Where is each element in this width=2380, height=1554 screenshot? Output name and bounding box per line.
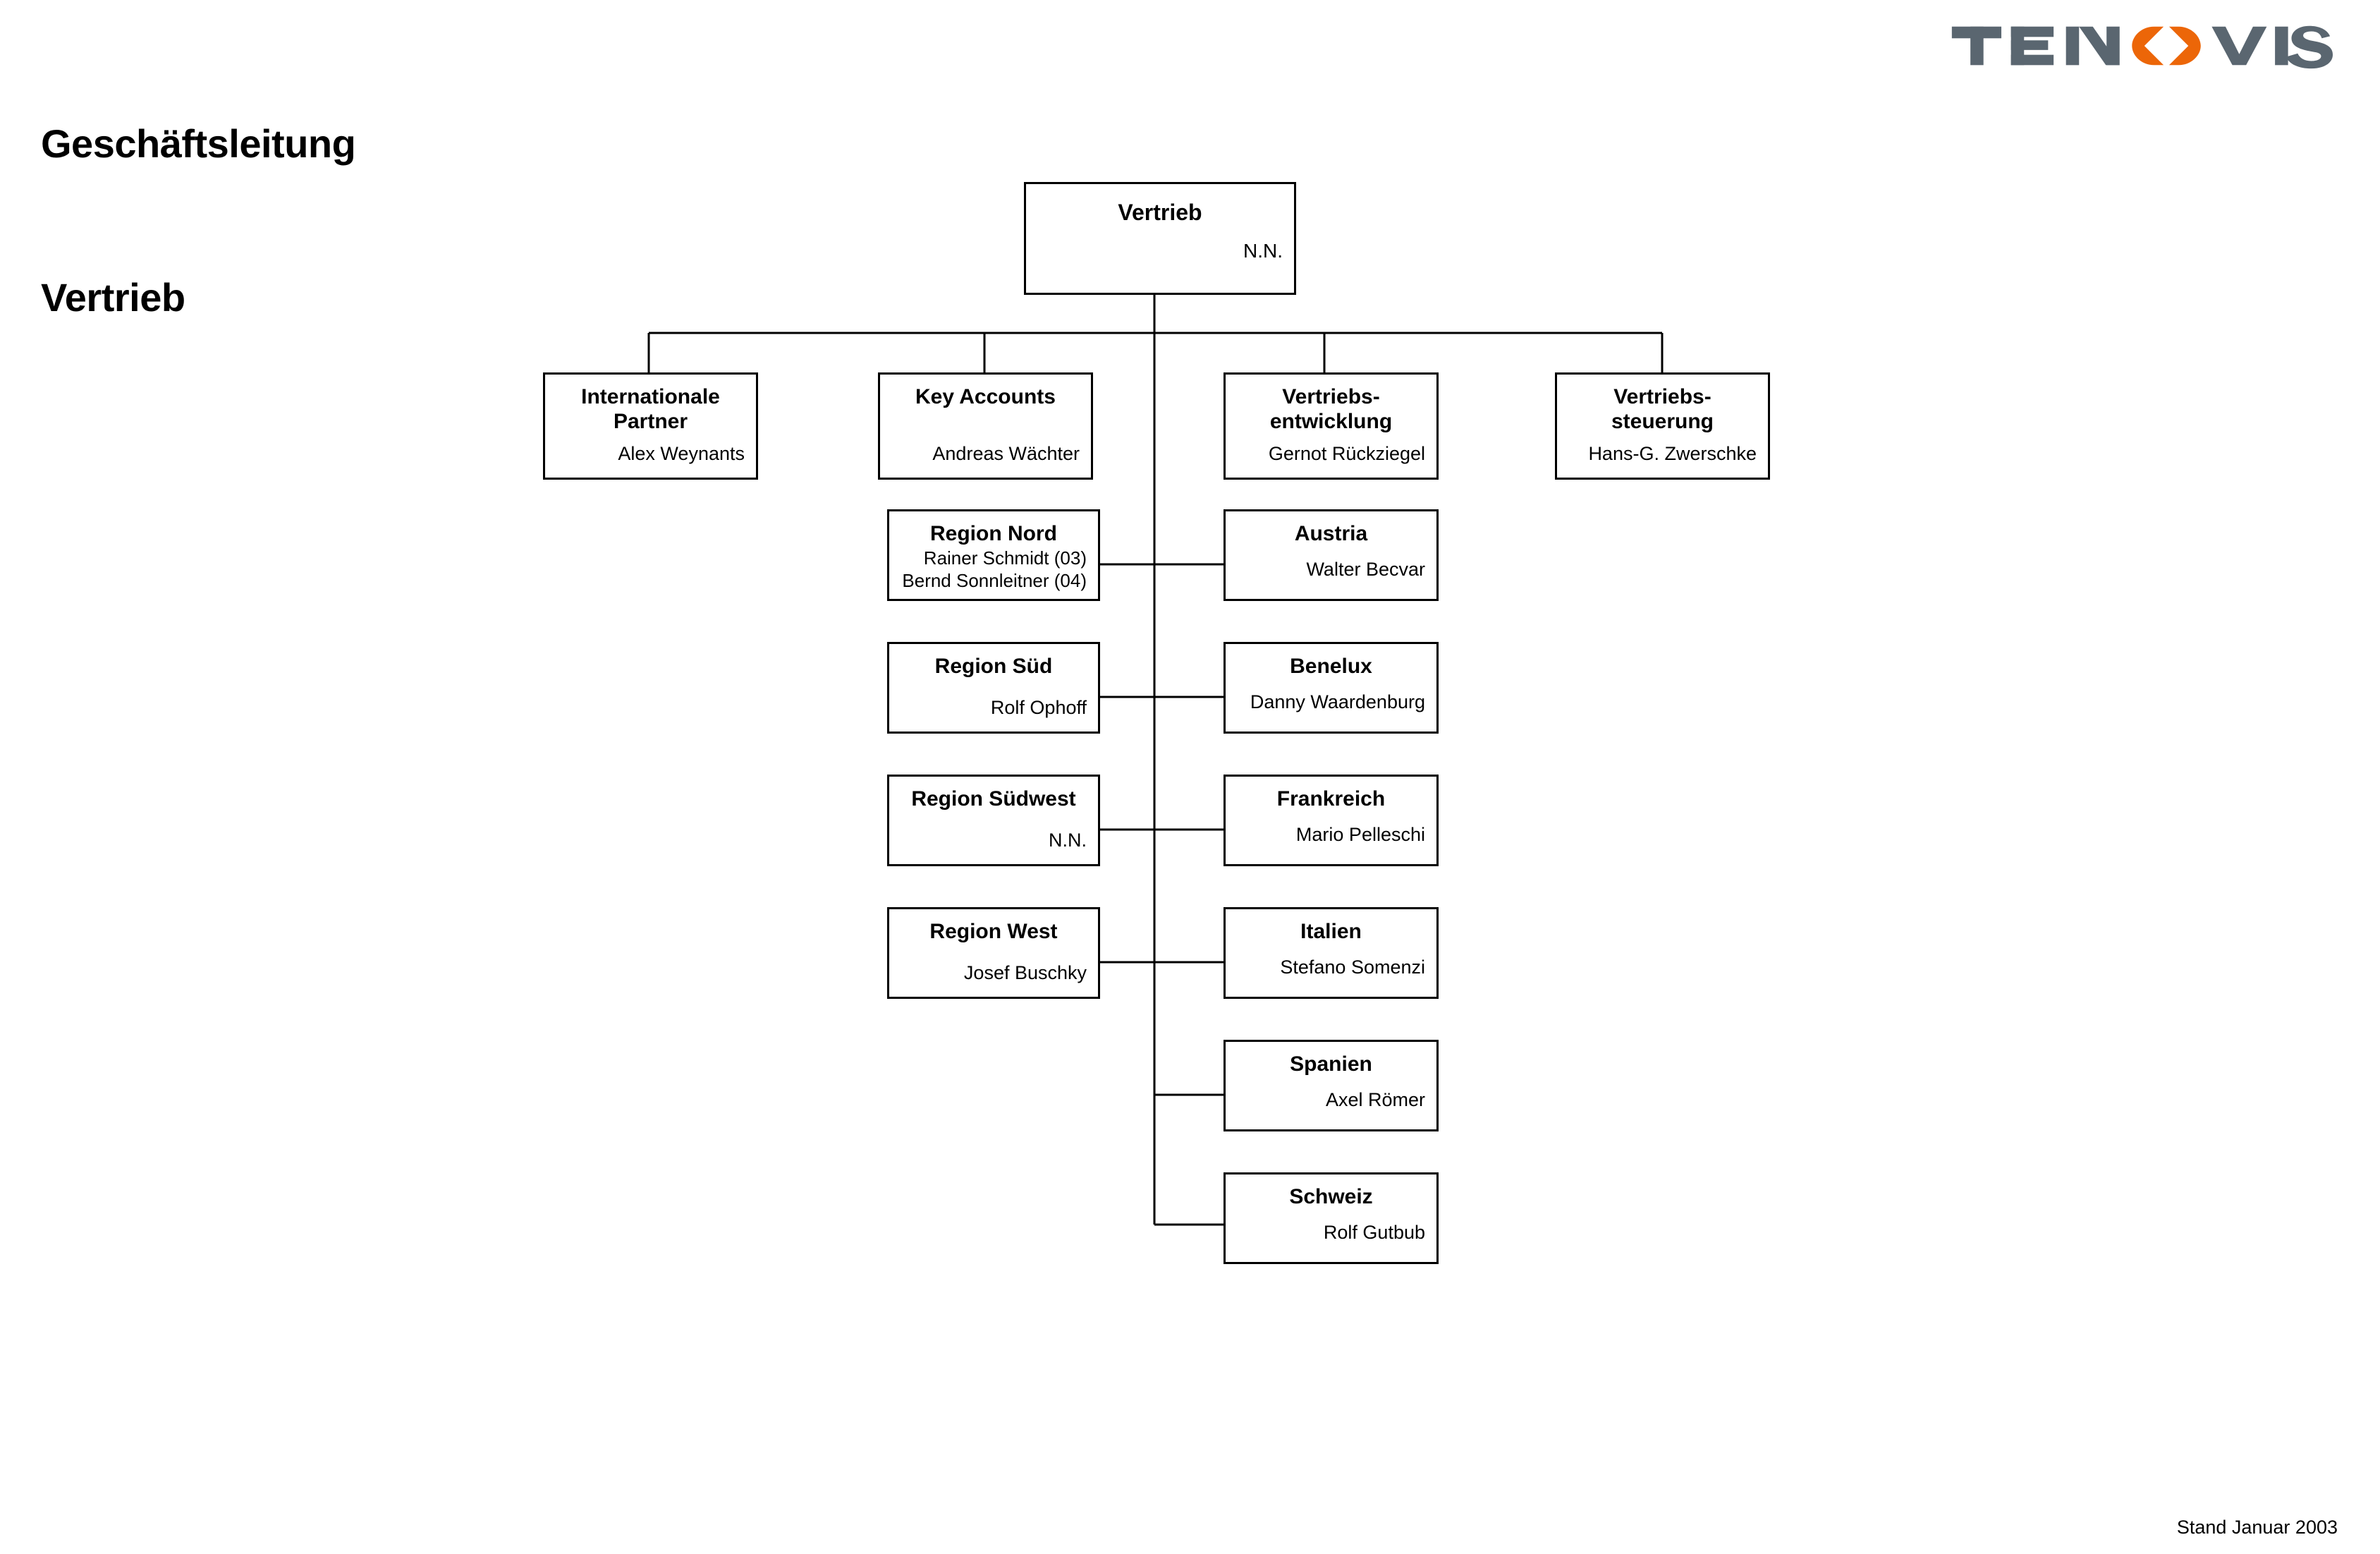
person: Bernd Sonnleitner (04) — [902, 569, 1087, 591]
node-region-west[interactable]: Region West Josef Buschky — [887, 907, 1100, 999]
person: Andreas Wächter — [932, 442, 1080, 464]
node-people: N.N. — [1037, 239, 1283, 284]
node-austria[interactable]: Austria Walter Becvar — [1223, 509, 1439, 601]
person: N.N. — [1049, 829, 1087, 851]
node-vertriebsentwicklung[interactable]: Vertriebs- entwicklung Gernot Rückziegel — [1223, 372, 1439, 480]
status-footer: Stand Januar 2003 — [2176, 1517, 2338, 1538]
page-title: Geschäftsleitung Vertrieb — [41, 16, 356, 375]
page-title-line-1: Geschäftsleitung — [41, 121, 356, 166]
node-title: Vertriebs- steuerung — [1611, 385, 1714, 434]
node-title: Vertrieb — [1118, 200, 1202, 225]
person: Hans-G. Zwerschke — [1588, 442, 1757, 464]
person: Rolf Gutbub — [1323, 1221, 1425, 1243]
node-benelux[interactable]: Benelux Danny Waardenburg — [1223, 642, 1439, 734]
person: Rolf Ophoff — [990, 696, 1087, 718]
node-people: Axel Römer — [1237, 1088, 1425, 1121]
node-people: Rolf Gutbub — [1237, 1221, 1425, 1253]
node-title: Italien — [1300, 920, 1362, 943]
person: Mario Pelleschi — [1295, 823, 1425, 845]
node-region-sued[interactable]: Region Süd Rolf Ophoff — [887, 642, 1100, 734]
node-title: Austria — [1294, 522, 1368, 545]
person: Gernot Rückziegel — [1268, 442, 1425, 464]
person: Walter Becvar — [1306, 558, 1425, 580]
node-title: Schweiz — [1289, 1185, 1373, 1208]
node-title: Vertriebs- entwicklung — [1269, 385, 1393, 434]
node-people: Gernot Rückziegel — [1237, 442, 1425, 469]
node-frankreich[interactable]: Frankreich Mario Pelleschi — [1223, 775, 1439, 866]
node-people: Josef Buschky — [901, 961, 1087, 988]
person: Stefano Somenzi — [1280, 956, 1425, 978]
person: Josef Buschky — [963, 961, 1087, 983]
node-people: Alex Weynants — [556, 442, 745, 469]
person: N.N. — [1243, 240, 1283, 262]
node-region-suedwest[interactable]: Region Südwest N.N. — [887, 775, 1100, 866]
node-key-accounts[interactable]: Key Accounts Andreas Wächter — [878, 372, 1093, 480]
node-spanien[interactable]: Spanien Axel Römer — [1223, 1040, 1439, 1131]
node-people: Stefano Somenzi — [1237, 956, 1425, 988]
node-title: Region Nord — [930, 522, 1057, 545]
tenovis-logo — [1943, 18, 2338, 73]
node-title: Region Südwest — [911, 787, 1076, 811]
node-schweiz[interactable]: Schweiz Rolf Gutbub — [1223, 1172, 1439, 1264]
person: Rainer Schmidt (03) — [923, 547, 1087, 569]
person: Alex Weynants — [618, 442, 745, 464]
node-title: Key Accounts — [915, 385, 1056, 408]
node-internationale-partner[interactable]: Internationale Partner Alex Weynants — [543, 372, 758, 480]
node-people: Andreas Wächter — [891, 442, 1080, 469]
node-people: Rolf Ophoff — [901, 696, 1087, 723]
person: Axel Römer — [1325, 1088, 1425, 1110]
node-vertriebssteuerung[interactable]: Vertriebs- steuerung Hans-G. Zwerschke — [1555, 372, 1770, 480]
person: Danny Waardenburg — [1250, 691, 1425, 712]
node-people: Rainer Schmidt (03) Bernd Sonnleitner (0… — [901, 547, 1087, 595]
node-vertrieb[interactable]: Vertrieb N.N. — [1024, 182, 1296, 295]
node-people: Walter Becvar — [1237, 558, 1425, 590]
node-title: Spanien — [1290, 1052, 1372, 1076]
node-title: Region West — [929, 920, 1058, 943]
node-people: Danny Waardenburg — [1237, 691, 1425, 723]
node-title: Frankreich — [1276, 787, 1386, 811]
node-italien[interactable]: Italien Stefano Somenzi — [1223, 907, 1439, 999]
node-title: Region Süd — [934, 655, 1053, 678]
node-people: Hans-G. Zwerschke — [1568, 442, 1757, 469]
node-region-nord[interactable]: Region Nord Rainer Schmidt (03) Bernd So… — [887, 509, 1100, 601]
node-title: Internationale Partner — [581, 385, 720, 434]
page-title-line-2: Vertrieb — [41, 274, 185, 320]
node-title: Benelux — [1290, 655, 1372, 678]
node-people: Mario Pelleschi — [1237, 823, 1425, 856]
node-people: N.N. — [901, 829, 1087, 856]
